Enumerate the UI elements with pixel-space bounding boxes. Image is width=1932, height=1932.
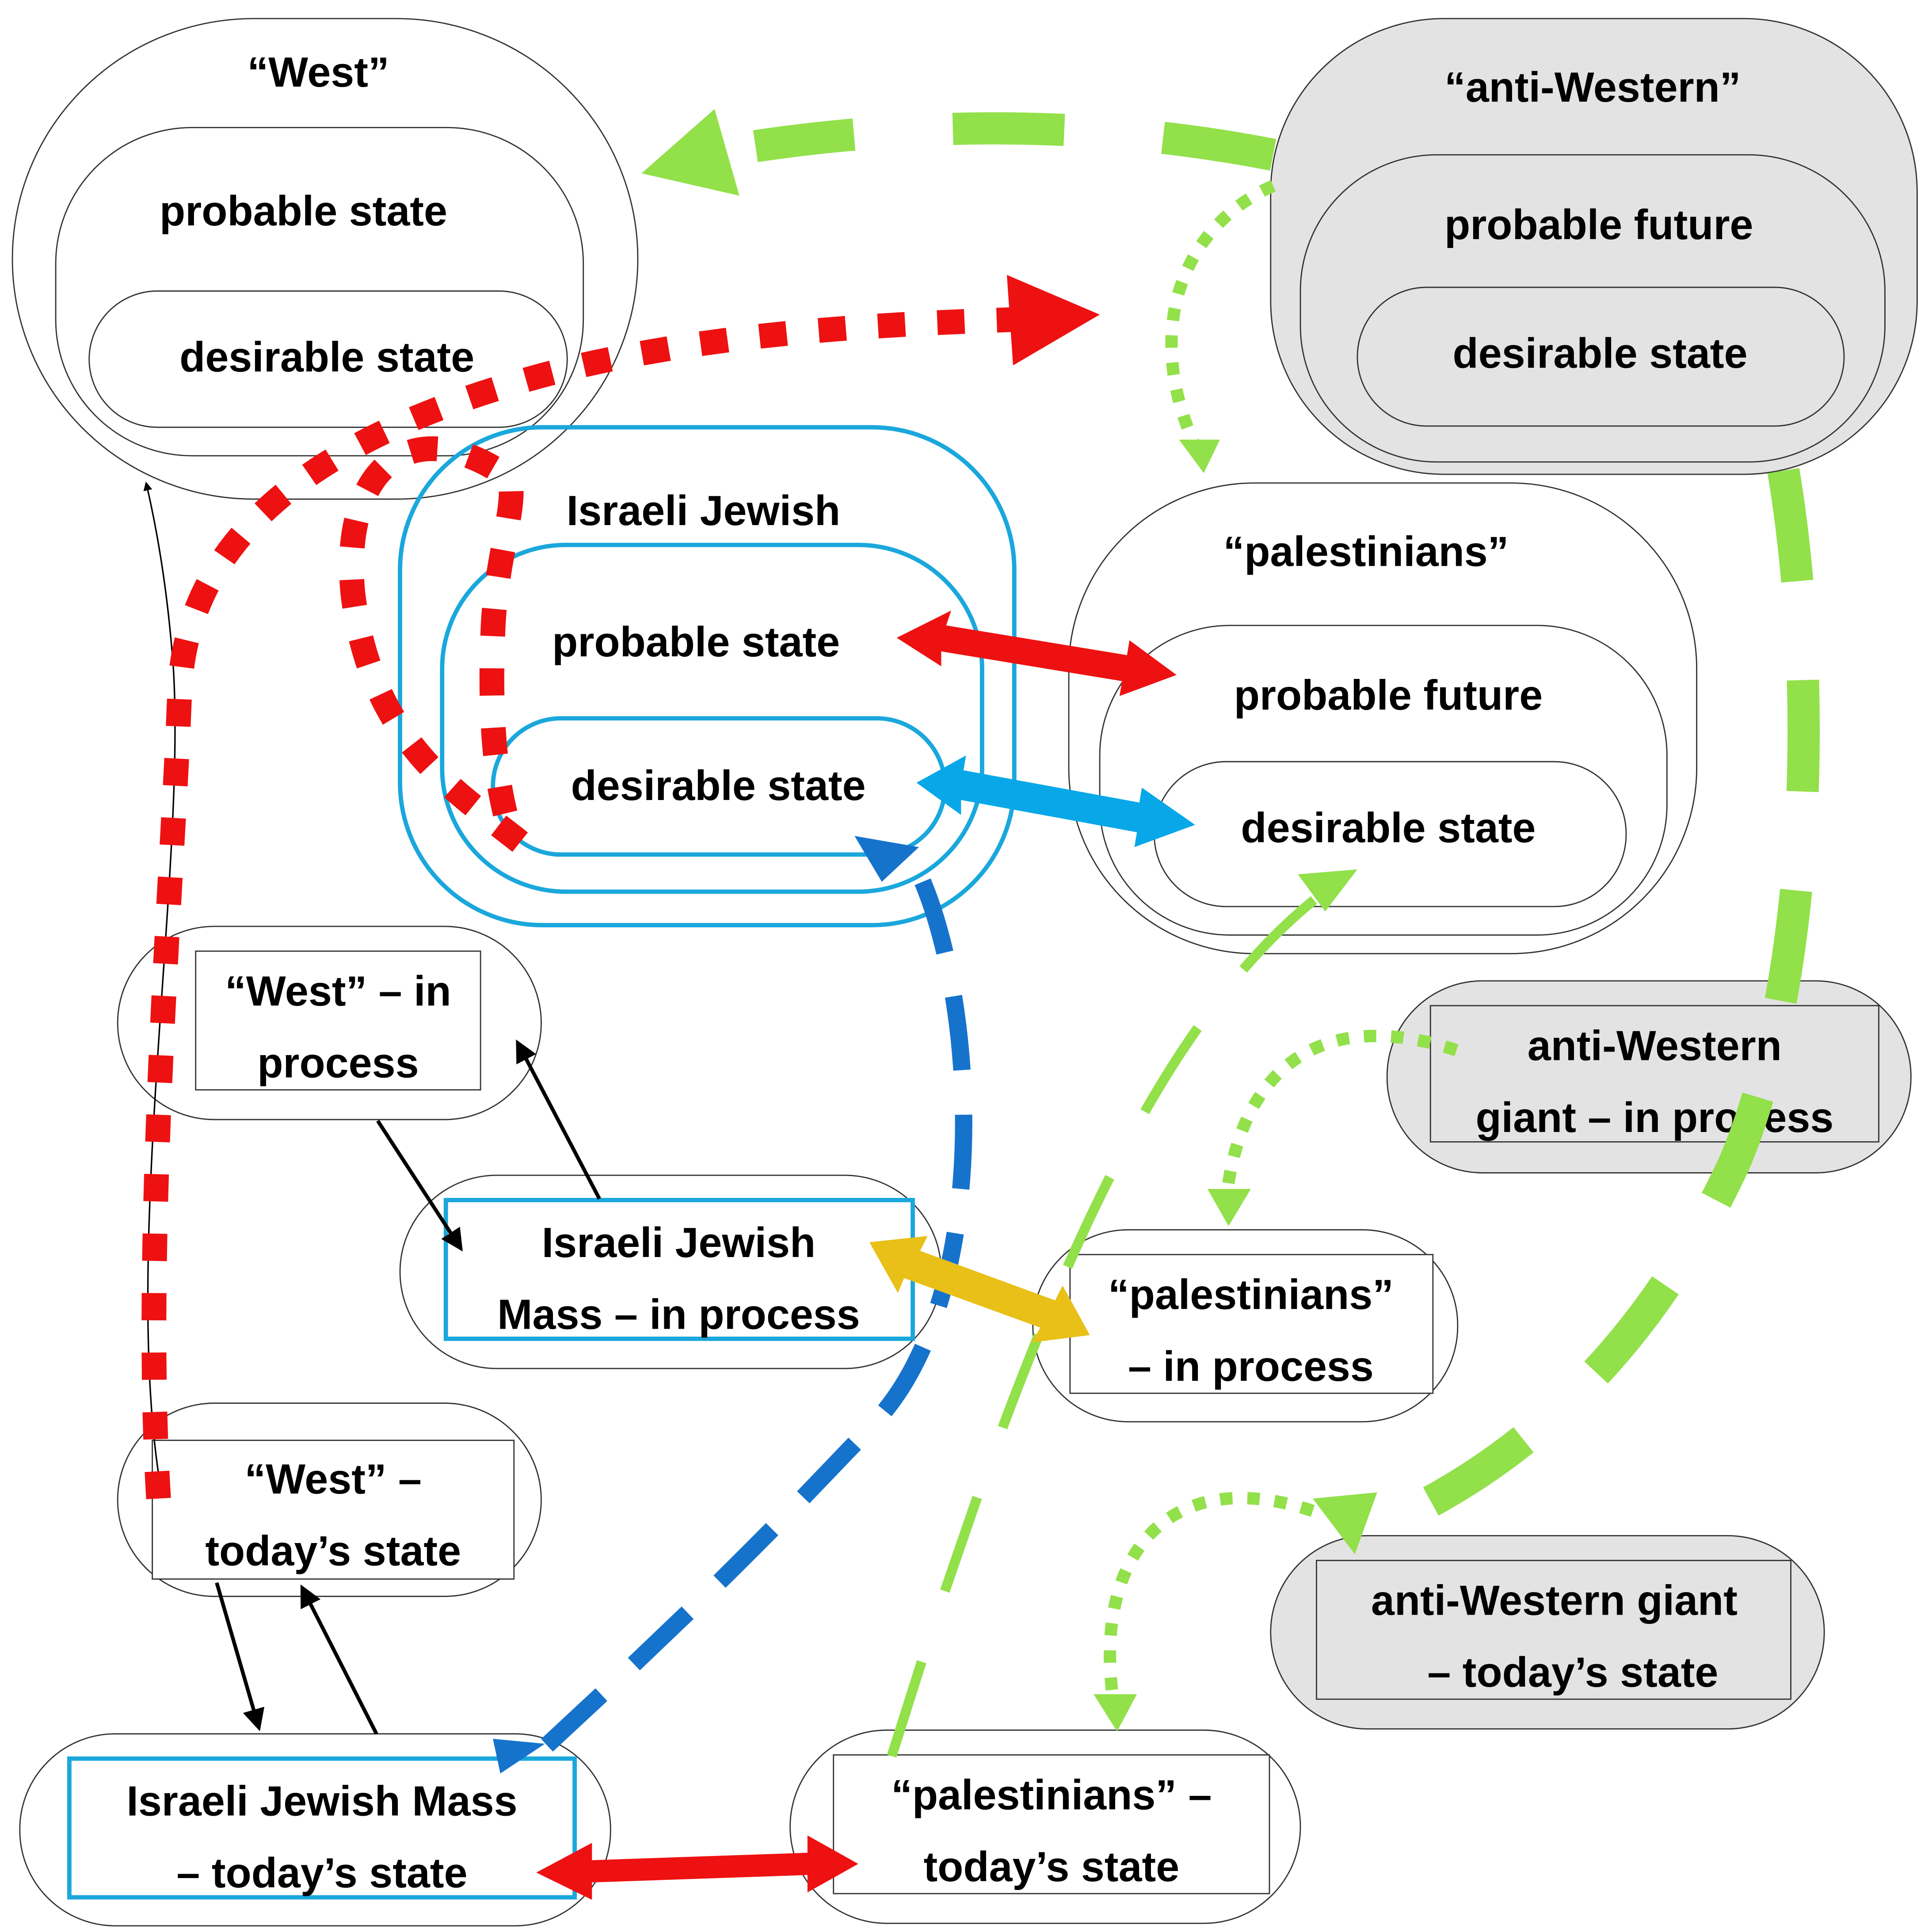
israeli-today-line1: Israeli Jewish Mass: [126, 1778, 517, 1825]
west-in-process-node: “West” – in process: [117, 926, 542, 1120]
anti-western-in-process-line2: giant – in process: [1475, 1094, 1833, 1141]
palestinians-today-line2: today’s state: [923, 1844, 1179, 1890]
israeli-in-process-line2: Mass – in process: [497, 1291, 860, 1338]
green-anti-today-arrowhead: [1313, 1492, 1377, 1555]
anti-western-in-process-node: anti-Western giant – in process: [1386, 980, 1912, 1174]
anti-western-in-process-line1: anti-Western: [1528, 1022, 1782, 1069]
west-probable-label: probable state: [160, 188, 447, 235]
west-today-line2: today’s state: [205, 1528, 461, 1575]
west-today-node: “West” – today’s state: [117, 1402, 542, 1597]
west-group: “West” probable state desirable state: [11, 18, 639, 500]
sky-desirable-double-arrow: [916, 755, 1195, 847]
anti-western-desirable-label: desirable state: [1453, 330, 1748, 377]
green-pal-desirable-arrowhead: [1298, 869, 1357, 912]
double-arrows: [536, 610, 1195, 1900]
west-desirable-box: [88, 290, 568, 428]
green-to-pal-desirable-path: [887, 869, 1353, 1758]
palestinians-today-line1: “palestinians” –: [891, 1772, 1212, 1819]
red-dotted-path: [141, 275, 1100, 1500]
anti-western-today-line1: anti-Western giant: [1371, 1578, 1738, 1624]
west-today-to-israeli-today-arrow: [215, 1582, 265, 1731]
green-dotted-arrowheads: [1094, 439, 1251, 1732]
israeli-today-to-west-today-arrow: [300, 1584, 378, 1735]
green-anti-inprocess-to-pal-inprocess-dotted: [1219, 1029, 1459, 1202]
west-today-line1: “West” –: [244, 1456, 422, 1503]
anti-western-desirable-box: [1357, 286, 1845, 427]
blue-dashed-path: [493, 836, 972, 1774]
green-anti-to-west-arrowhead: [641, 109, 739, 196]
israeli-desirable-label: desirable state: [571, 762, 866, 809]
palestinians-desirable-label: desirable state: [1241, 804, 1536, 851]
green-anti-today-to-pal-today-dotted: [1104, 1492, 1315, 1710]
palestinians-in-process-line2: – in process: [1128, 1343, 1374, 1390]
west-title: “West”: [248, 49, 389, 96]
green-anti-to-pal-dotted: [1165, 180, 1276, 449]
anti-western-today-node: anti-Western giant – today’s state: [1270, 1535, 1825, 1730]
israeli-inprocess-to-west-inprocess-arrow: [516, 1039, 601, 1200]
palestinians-today-node: “palestinians” – today’s state: [789, 1729, 1301, 1924]
israeli-in-process-line1: Israeli Jewish: [542, 1219, 816, 1266]
anti-western-title: “anti-Western”: [1444, 64, 1741, 111]
anti-western-group: “anti-Western” probable future desirable…: [1270, 18, 1918, 475]
anti-western-today-line2: – today’s state: [1427, 1649, 1718, 1696]
israeli-outer-box: [398, 425, 1017, 927]
red-today-double-arrow: [536, 1835, 858, 1900]
israeli-title: Israeli Jewish: [567, 488, 841, 534]
green-dotted-arrows: [1104, 180, 1459, 1710]
israeli-today-line2: – today’s state: [176, 1850, 467, 1897]
west-desirable-label: desirable state: [179, 334, 474, 381]
west-in-process-line1: “West” – in: [225, 968, 451, 1015]
blue-arrowhead-desirable: [854, 836, 919, 882]
west-in-process-line2: process: [257, 1040, 419, 1087]
palestinians-probable-label: probable future: [1234, 672, 1543, 719]
blue-arrowhead-today: [493, 1738, 545, 1774]
israeli-probable-box: [440, 542, 984, 894]
palestinians-group: “palestinians” probable future desirable…: [1068, 482, 1698, 954]
israeli-today-node: Israeli Jewish Mass – today’s state: [19, 1733, 611, 1927]
israeli-probable-label: probable state: [552, 619, 840, 666]
green-anti-to-west-path: [753, 112, 1277, 171]
palestinians-in-process-line1: “palestinians”: [1108, 1272, 1394, 1318]
gold-inprocess-double-arrow: [869, 1236, 1090, 1343]
israeli-in-process-node: Israeli Jewish Mass – in process: [399, 1174, 942, 1369]
red-probable-double-arrow: [896, 610, 1177, 696]
green-anti-outer-to-anti-today-path: [1380, 468, 1820, 1538]
anti-western-probable-label: probable future: [1444, 202, 1753, 248]
green-dashed-paths: [641, 109, 1820, 1758]
west-inprocess-to-israeli-inprocess-arrow: [376, 1120, 463, 1252]
palestinians-title: “palestinians”: [1223, 528, 1509, 575]
palestinians-in-process-node: “palestinians” – in process: [1032, 1229, 1459, 1423]
red-dotted-arrowhead: [1006, 275, 1100, 366]
